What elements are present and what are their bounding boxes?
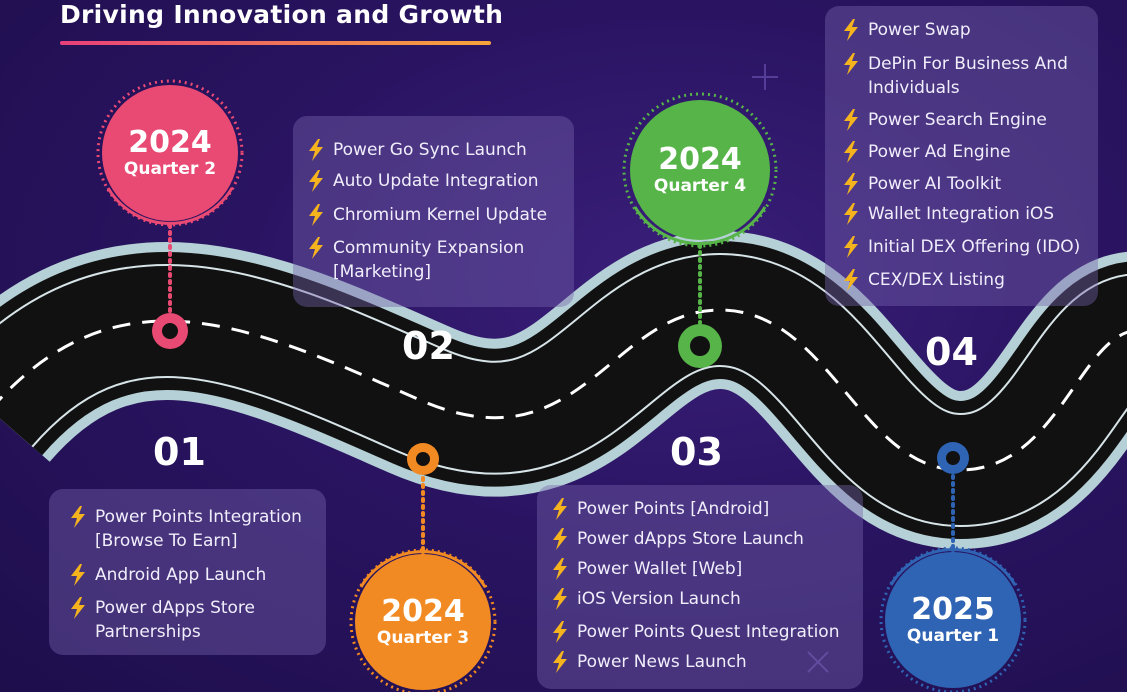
step-number-01: 01 [153, 430, 206, 474]
step-number-02: 02 [402, 324, 455, 368]
lightning-icon [69, 597, 87, 619]
list-item: Power Go Sync Launch [307, 138, 564, 162]
feature-list: Power Points [Android] Power dApps Store… [551, 497, 855, 674]
badge-quarter: Quarter 4 [653, 176, 747, 196]
list-item: DePin For Business And Individuals [842, 52, 1092, 100]
lightning-icon [307, 139, 325, 161]
badge-year: 2025 [911, 592, 995, 627]
list-item: Power Points Quest Integration [551, 620, 855, 644]
lightning-icon [551, 528, 569, 550]
lightning-icon [842, 173, 860, 195]
list-item: Power AI Toolkit [842, 172, 1092, 196]
badge-quarter-3: 2024 Quarter 3 [355, 554, 491, 690]
step-number-03: 03 [670, 430, 723, 474]
list-item: Auto Update Integration [307, 169, 564, 193]
list-item: Power Points Integration [Browse To Earn… [69, 505, 316, 553]
badge-quarter-4: 2024 Quarter 4 [630, 100, 770, 240]
list-item: Android App Launch [69, 563, 316, 587]
badge-year: 2024 [658, 142, 742, 177]
milestone-card-02: Power Go Sync Launch Auto Update Integra… [293, 116, 574, 307]
lightning-icon [307, 170, 325, 192]
lightning-icon [69, 506, 87, 528]
lightning-icon [842, 19, 860, 41]
lightning-icon [842, 236, 860, 258]
lightning-icon [842, 141, 860, 163]
lightning-icon [842, 203, 860, 225]
lightning-icon [307, 204, 325, 226]
feature-list: Power Go Sync Launch Auto Update Integra… [307, 138, 564, 284]
badge-year: 2024 [128, 125, 212, 160]
list-item: Power dApps Store Launch [551, 527, 855, 551]
feature-list: Power Points Integration [Browse To Earn… [69, 505, 316, 644]
milestone-card-03: Power Points [Android] Power dApps Store… [537, 485, 863, 689]
list-item: Power Swap [842, 18, 1092, 42]
lightning-icon [551, 558, 569, 580]
badge-year: 2024 [381, 594, 465, 629]
list-item: Power News Launch [551, 650, 855, 674]
feature-list: Power Swap DePin For Business And Indivi… [842, 18, 1092, 292]
milestone-card-04: Power Swap DePin For Business And Indivi… [825, 6, 1098, 306]
milestone-card-01: Power Points Integration [Browse To Earn… [49, 489, 326, 655]
title-underline [60, 41, 491, 45]
list-item: Community Expansion [Marketing] [307, 236, 564, 284]
lightning-icon [842, 269, 860, 291]
list-item: Power dApps Store Partnerships [69, 596, 316, 644]
badge-quarter: Quarter 2 [123, 159, 217, 179]
list-item: Power Ad Engine [842, 140, 1092, 164]
lightning-icon [551, 498, 569, 520]
page-title: Driving Innovation and Growth [60, 0, 504, 29]
list-item: iOS Version Launch [551, 587, 855, 611]
badge-quarter: Quarter 3 [376, 628, 470, 648]
lightning-icon [551, 651, 569, 673]
list-item: Initial DEX Offering (IDO) [842, 235, 1092, 259]
lightning-icon [842, 53, 860, 75]
badge-quarter-1: 2025 Quarter 1 [885, 552, 1021, 688]
list-item: Power Search Engine [842, 108, 1092, 132]
badge-quarter: Quarter 1 [906, 626, 1000, 646]
list-item: Wallet Integration iOS [842, 202, 1092, 226]
lightning-icon [69, 564, 87, 586]
lightning-icon [551, 621, 569, 643]
lightning-icon [842, 109, 860, 131]
badge-quarter-2: 2024 Quarter 2 [102, 85, 238, 221]
lightning-icon [307, 237, 325, 259]
lightning-icon [551, 588, 569, 610]
list-item: Chromium Kernel Update [307, 203, 564, 227]
list-item: CEX/DEX Listing [842, 268, 1092, 292]
list-item: Power Wallet [Web] [551, 557, 855, 581]
list-item: Power Points [Android] [551, 497, 855, 521]
step-number-04: 04 [925, 330, 978, 374]
